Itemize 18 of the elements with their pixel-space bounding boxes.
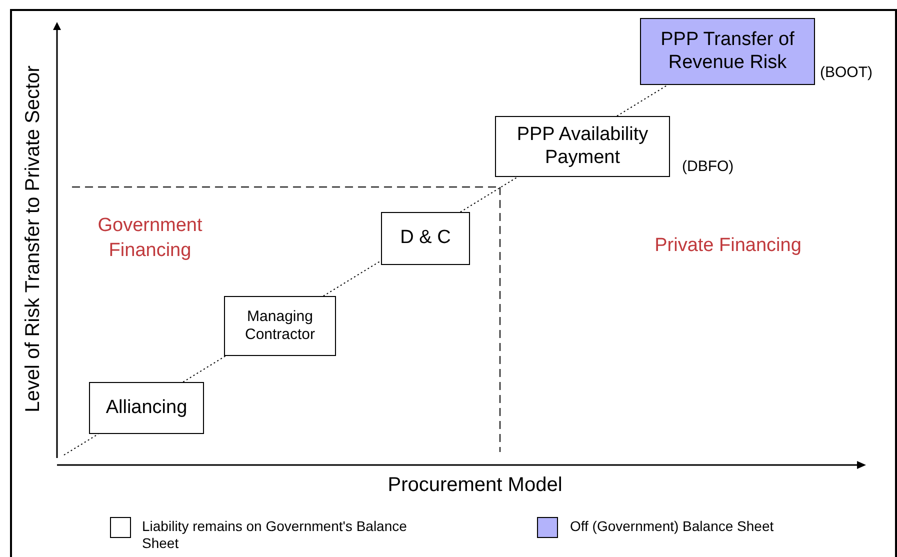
axis-title: Procurement Model	[386, 474, 564, 497]
model-box: PPP Transfer of Revenue Risk	[640, 18, 815, 85]
legend-text: Off (Government) Balance Sheet	[570, 518, 775, 535]
region-label: Government Financing	[96, 214, 204, 263]
legend-text: Liability remains on Government's Balance Sheet	[142, 518, 408, 552]
model-box: PPP Availability Payment	[495, 116, 670, 177]
model-box: Alliancing	[89, 382, 204, 434]
model-acronym: (BOOT)	[820, 64, 872, 81]
model-box: D & C	[381, 212, 470, 265]
axis-title: Level of Risk Transfer to Private Sector	[22, 64, 45, 414]
model-box: Managing Contractor	[224, 296, 336, 356]
trend-line	[64, 434, 99, 456]
trend-line	[460, 176, 518, 212]
model-acronym: (DBFO)	[682, 158, 734, 175]
trend-line	[616, 84, 668, 116]
trend-line	[322, 260, 382, 296]
region-label: Private Financing	[654, 234, 802, 258]
trend-line	[182, 356, 226, 382]
